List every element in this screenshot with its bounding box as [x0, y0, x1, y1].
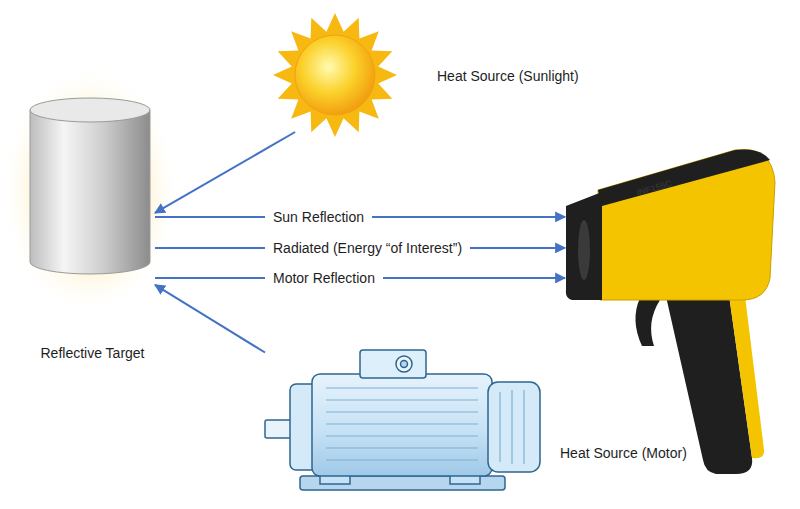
sun-disc	[295, 35, 375, 115]
sun-source: Heat Source (Sunlight)	[278, 18, 392, 132]
gun-trigger	[635, 298, 660, 346]
connector-label: Radiated (Energy “of Interest”)	[265, 240, 470, 257]
target-glow	[0, 65, 180, 315]
sun-rays	[273, 13, 397, 137]
gun-head	[598, 149, 775, 300]
ir-thermometer	[566, 149, 775, 474]
target-label: Reflective Target	[10, 345, 175, 362]
cylinder-top	[30, 98, 150, 122]
source-label: Heat Source (Motor)	[560, 445, 687, 462]
reflective-target: Reflective Target	[30, 95, 155, 290]
connector-label: Motor Reflection	[265, 270, 383, 287]
motor-source: Heat Source (Motor)	[265, 345, 545, 495]
arrow-connector	[155, 285, 265, 353]
gun-lens	[578, 220, 590, 280]
motor-illustration	[265, 350, 540, 490]
arrow-connector	[155, 132, 295, 213]
device-model: INF155C	[636, 178, 674, 198]
motor-body	[312, 374, 492, 476]
gun-grip-strip	[728, 288, 764, 458]
gun-top-strip	[598, 149, 770, 206]
motor-fan-grille	[500, 390, 524, 464]
cylinder-body	[30, 110, 150, 274]
ir-thermometer: INF155C	[565, 150, 775, 470]
source-label: Heat Source (Sunlight)	[437, 68, 579, 85]
motor-fan-cover	[488, 382, 540, 472]
motor-fins	[326, 388, 478, 460]
motor-terminal-box	[360, 350, 426, 378]
connector-label: Sun Reflection	[265, 209, 372, 226]
motor-terminal-cap	[401, 361, 408, 368]
gun-nose	[566, 192, 602, 300]
connector-group	[155, 132, 565, 353]
motor-terminal-cap	[396, 356, 412, 372]
